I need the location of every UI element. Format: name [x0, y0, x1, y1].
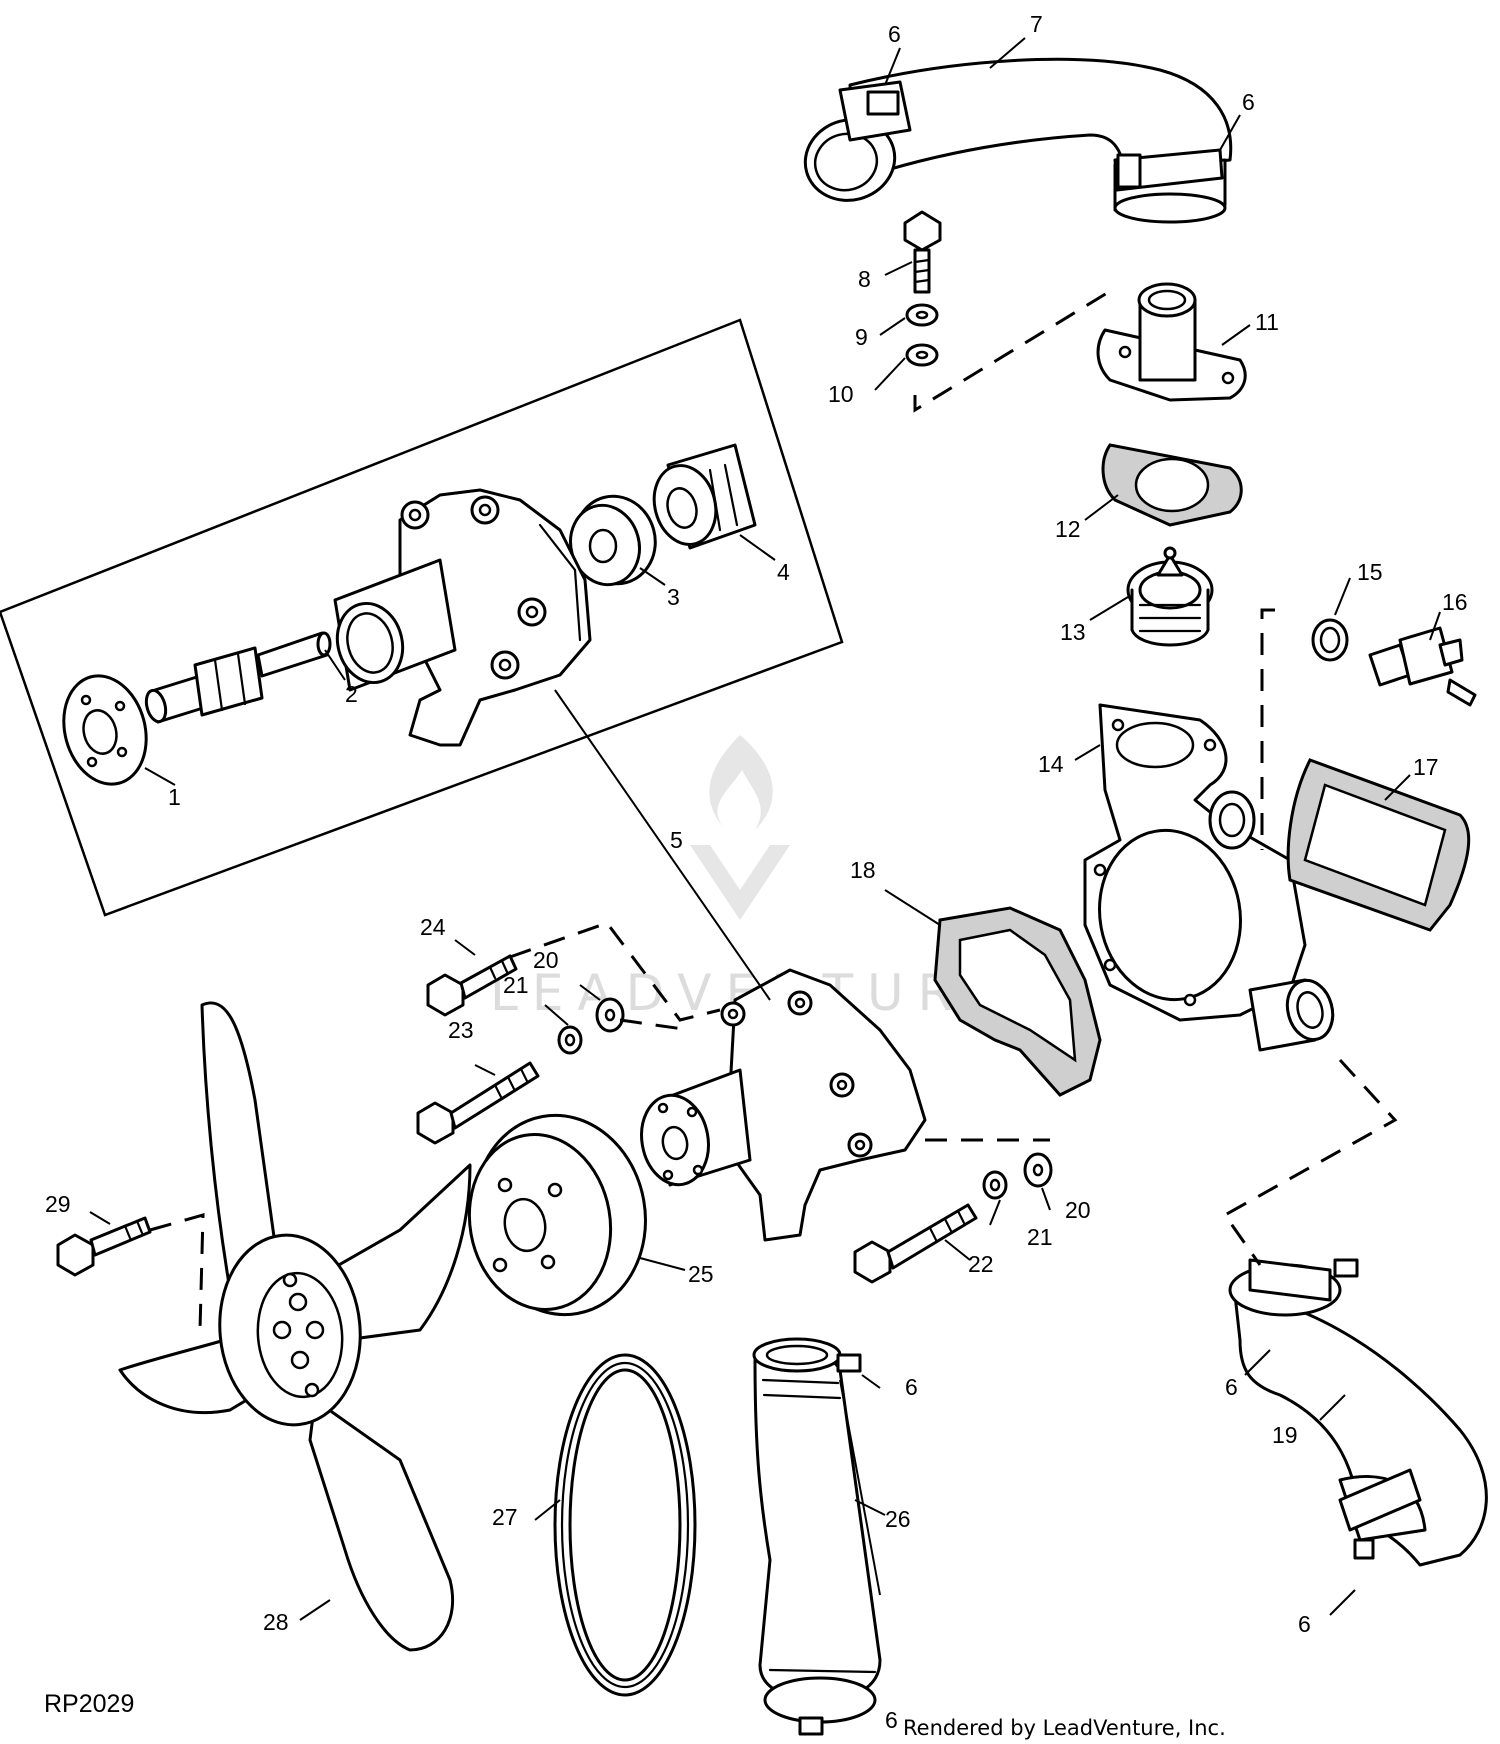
part-6-hose-clamp-lower-right-bottom: [1338, 1468, 1422, 1560]
part-29-cap-screw: [56, 1216, 152, 1277]
part-9-lock-washer: [905, 303, 939, 327]
callout-14: 14: [1038, 751, 1064, 777]
callout-6-upper-right: 6: [1242, 89, 1255, 115]
callout-27: 27: [492, 1504, 518, 1530]
part-12-thermostat-gasket: [1101, 443, 1243, 527]
part-10-washer: [905, 343, 939, 367]
callout-13: 13: [1060, 619, 1086, 645]
callout-6-lower-right-bottom: 6: [1298, 1611, 1311, 1637]
part-8-cap-screw: [903, 210, 942, 294]
part-6-hose-clamp-upper-left: [838, 80, 912, 142]
callout-21-right: 21: [1027, 1224, 1053, 1250]
callout-5: 5: [670, 827, 683, 853]
part-11-thermostat-cover: [1096, 282, 1247, 402]
callout-20-right: 20: [1065, 1197, 1091, 1223]
part-21-lock-washer-right: [982, 1170, 1008, 1200]
part-15-sealing-washer: [1311, 618, 1349, 662]
callout-6-upper-left: 6: [888, 21, 901, 47]
leader-lines: [89, 37, 1441, 1621]
callout-9: 9: [855, 324, 868, 350]
callout-21-left: 21: [503, 972, 529, 998]
callout-28: 28: [263, 1609, 289, 1635]
part-1-pump-hub: [62, 674, 148, 786]
part-21-lock-washer-left: [557, 1025, 583, 1055]
part-4-impeller: [652, 443, 757, 550]
part-17-gasket: [1286, 758, 1471, 932]
callout-6-bypass-bottom: 6: [885, 1707, 898, 1733]
part-5-pump-housing-exploded: [333, 488, 592, 747]
part-3-seal: [569, 494, 657, 587]
part-6-hose-clamp-upper-right: [1113, 148, 1224, 192]
callout-4: 4: [777, 559, 790, 585]
part-6-hose-clamp-bypass-bottom: [798, 1716, 824, 1736]
render-credit: Rendered by LeadVenture, Inc.: [903, 1716, 1226, 1740]
callout-1: 1: [168, 784, 181, 810]
callout-7: 7: [1030, 11, 1043, 37]
part-23-cap-screw: [416, 1061, 540, 1145]
callout-16: 16: [1442, 589, 1468, 615]
part-28-cooling-fan: [118, 1001, 472, 1652]
part-13-thermostat: [1126, 546, 1214, 647]
part-16-temperature-switch: [1368, 626, 1477, 707]
callout-3: 3: [667, 584, 680, 610]
callout-22: 22: [968, 1251, 994, 1277]
part-18-pump-gasket: [933, 906, 1102, 1097]
part-27-fan-belt: [553, 1353, 697, 1697]
callout-15: 15: [1357, 559, 1383, 585]
callout-25: 25: [688, 1261, 714, 1287]
part-20-washer-left: [595, 997, 625, 1033]
part-6-hose-clamp-lower-right-top: [1248, 1258, 1359, 1302]
callout-11: 11: [1255, 309, 1279, 335]
callout-10: 10: [828, 381, 854, 407]
part-24-cap-screw: [426, 954, 518, 1017]
part-26-bypass-hose: [752, 1337, 882, 1724]
callout-19: 19: [1272, 1422, 1298, 1448]
part-7-upper-hose: [803, 57, 1233, 224]
callout-26: 26: [885, 1506, 911, 1532]
part-22-cap-screw: [853, 1203, 978, 1284]
part-6-hose-clamp-bypass-top: [836, 1353, 862, 1373]
callouts: 1 2 3 4 5 6 7 6 8 9 10 11 12 13 15 16 14…: [45, 11, 1468, 1733]
callout-6-bypass-top: 6: [905, 1374, 918, 1400]
part-20-washer-right: [1023, 1152, 1053, 1188]
callout-20-left: 20: [533, 947, 559, 973]
part-25-fan-pulley: [467, 1113, 647, 1317]
alignment-lines: [149, 288, 1398, 1331]
part-14-thermostat-housing: [1083, 703, 1335, 1052]
callout-8: 8: [858, 266, 871, 292]
callout-12: 12: [1055, 516, 1081, 542]
part-2-bearing-shaft: [144, 631, 332, 724]
part-5-pump-assembled: [640, 968, 927, 1242]
callout-29: 29: [45, 1191, 71, 1217]
callout-23: 23: [448, 1017, 474, 1043]
sub-assembly-frame: [0, 318, 844, 917]
callout-18: 18: [850, 857, 876, 883]
callout-24: 24: [420, 914, 446, 940]
figure-id: RP2029: [44, 1690, 134, 1718]
callout-6-lower-right-top: 6: [1225, 1374, 1238, 1400]
callout-2: 2: [345, 681, 358, 707]
callout-17: 17: [1413, 754, 1439, 780]
